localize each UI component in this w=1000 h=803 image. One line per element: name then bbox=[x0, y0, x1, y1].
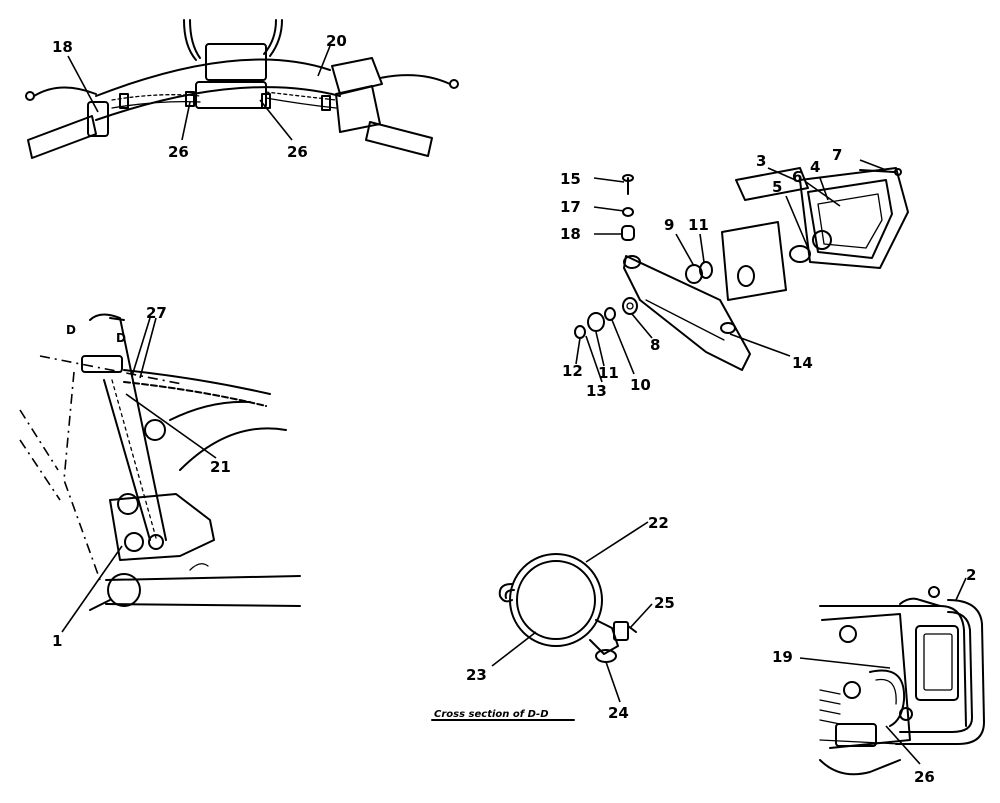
callout-14: 14 bbox=[792, 354, 813, 372]
callout-labels: 18 20 26 26 3 4 5 6 7 15 17 18 9 11 14 8… bbox=[52, 32, 976, 786]
callout-20: 20 bbox=[326, 32, 347, 50]
callout-24: 24 bbox=[608, 704, 629, 722]
callout-5: 5 bbox=[772, 178, 782, 196]
callout-26-carrier: 26 bbox=[914, 768, 935, 786]
callout-25: 25 bbox=[654, 594, 675, 612]
frame-cable-routing bbox=[19, 313, 301, 611]
callout-26-right: 26 bbox=[287, 143, 308, 161]
callout-6: 6 bbox=[792, 168, 802, 186]
callout-11-upper: 11 bbox=[688, 216, 709, 234]
cross-section-caption: Cross section of D-D bbox=[434, 709, 549, 720]
callout-17: 17 bbox=[560, 198, 581, 216]
callout-18-handlebar: 18 bbox=[52, 38, 73, 56]
callout-15: 15 bbox=[560, 170, 581, 188]
callout-22: 22 bbox=[648, 514, 669, 532]
rear-carrier-detail bbox=[819, 586, 985, 776]
callout-7: 7 bbox=[832, 146, 842, 164]
callout-3: 3 bbox=[756, 152, 766, 170]
callout-11-lower: 11 bbox=[598, 364, 619, 382]
callout-23: 23 bbox=[466, 666, 487, 684]
callout-26-left: 26 bbox=[168, 143, 189, 161]
callout-21: 21 bbox=[210, 458, 231, 476]
callout-13: 13 bbox=[586, 382, 607, 400]
callout-2: 2 bbox=[966, 566, 976, 584]
section-mark-d-left: D bbox=[66, 323, 76, 337]
section-mark-d-right: D bbox=[116, 331, 126, 345]
callout-4: 4 bbox=[810, 158, 820, 176]
tail-light-assembly bbox=[574, 167, 909, 371]
cross-section-clamp bbox=[498, 553, 637, 663]
callout-27: 27 bbox=[146, 304, 167, 322]
callout-10: 10 bbox=[630, 376, 651, 394]
callout-8: 8 bbox=[650, 336, 660, 354]
handlebar-assembly bbox=[25, 19, 459, 159]
callout-12: 12 bbox=[562, 362, 583, 380]
callout-19: 19 bbox=[772, 648, 793, 666]
callout-1: 1 bbox=[52, 632, 62, 650]
callout-9: 9 bbox=[664, 216, 674, 234]
callout-18-tail: 18 bbox=[560, 225, 581, 243]
